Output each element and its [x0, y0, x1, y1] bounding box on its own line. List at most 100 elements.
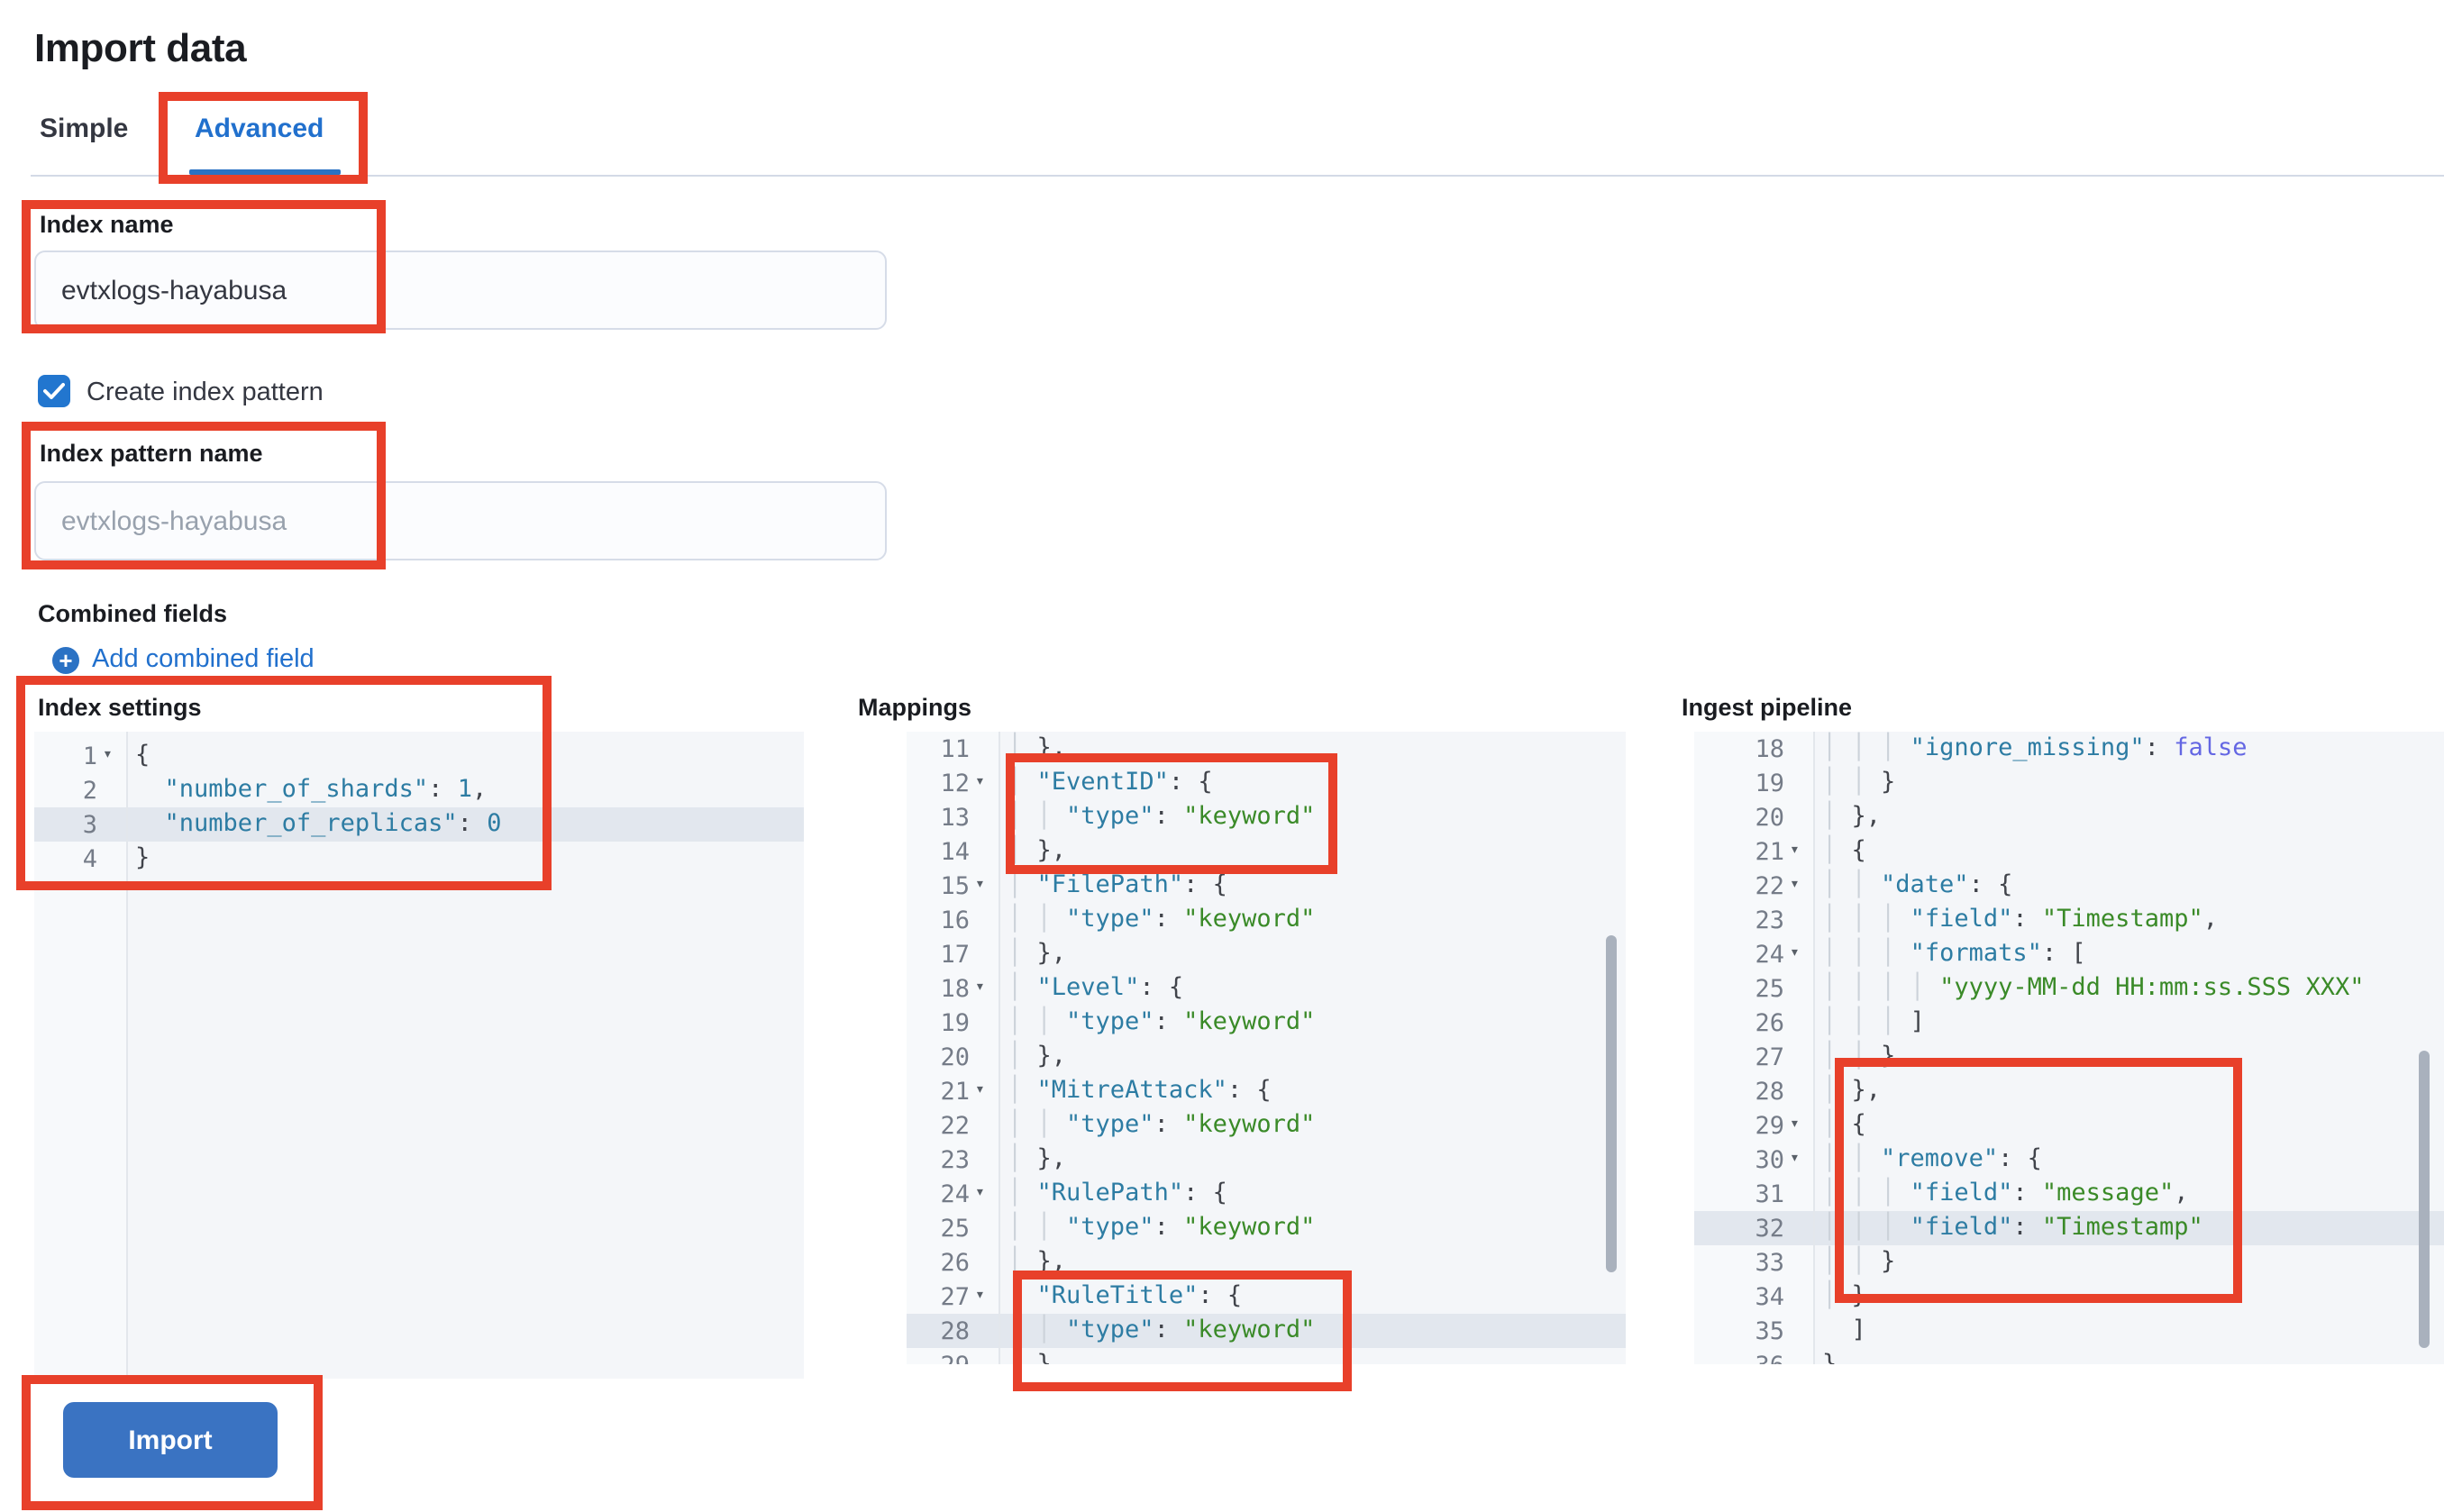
mappings-scrollbar-thumb[interactable]	[1606, 935, 1617, 1272]
combined-fields-label: Combined fields	[38, 600, 228, 627]
code-line: │ │ │ "formats": [	[1822, 939, 2086, 968]
tab-simple[interactable]: Simple	[40, 114, 129, 144]
line-number: 4	[82, 844, 97, 873]
line-number: 26	[940, 1248, 970, 1277]
import-button[interactable]: Import	[63, 1402, 278, 1478]
code-line: │ {	[1822, 836, 1866, 865]
line-number: 29	[907, 1348, 999, 1364]
fold-caret-icon[interactable]: ▾	[975, 773, 985, 791]
code-line: │ },	[1008, 836, 1067, 865]
fold-caret-icon[interactable]: ▾	[1790, 944, 1800, 962]
fold-caret-icon[interactable]: ▾	[975, 1081, 985, 1099]
index-name-input[interactable]	[34, 250, 887, 330]
code-line: │ },	[1008, 733, 1067, 762]
code-line: │ },	[1008, 1144, 1067, 1173]
fold-caret-icon[interactable]: ▾	[103, 746, 113, 764]
line-number: 30▾	[1694, 1143, 1813, 1177]
line-number: 25	[940, 1214, 970, 1243]
line-number: 21▾	[907, 1074, 999, 1108]
index-pattern-name-input[interactable]	[34, 481, 887, 560]
code-line: │ │ "date": {	[1822, 870, 2013, 899]
add-combined-field-text: Add combined field	[92, 645, 315, 674]
line-number: 13	[940, 803, 970, 832]
line-number: 19	[1755, 769, 1784, 797]
line-number: 23	[1755, 906, 1784, 934]
code-line: │ │ "type": "keyword"	[1008, 1110, 1316, 1139]
code-line: │ │ "type": "keyword"	[1008, 1213, 1316, 1242]
line-number: 18▾	[907, 971, 999, 1006]
line-number: 36	[1694, 1348, 1813, 1364]
code-line: │ │ "type": "keyword"	[1000, 1314, 1626, 1348]
code-line: │ },	[1008, 1042, 1067, 1070]
line-number: 1▾	[34, 739, 126, 773]
code-line: │ │ "type": "keyword"	[1008, 1007, 1316, 1036]
line-number: 28	[1755, 1077, 1784, 1106]
code-line: │ │ "type": "keyword"	[1008, 905, 1316, 934]
line-number: 3	[34, 807, 126, 842]
check-icon	[43, 382, 65, 400]
line-number: 16	[940, 906, 970, 934]
code-line: │ │ }	[1822, 1247, 1896, 1276]
line-number: 22	[940, 1111, 970, 1140]
code-line: │ "MitreAttack": {	[1008, 1076, 1272, 1105]
line-number: 28	[907, 1314, 999, 1348]
fold-caret-icon[interactable]: ▾	[1790, 876, 1800, 894]
line-number: 18	[1755, 734, 1784, 763]
code-line: │ │ │ "field": "message",	[1822, 1179, 2189, 1207]
fold-caret-icon[interactable]: ▾	[1790, 1150, 1800, 1168]
code-line: {	[135, 741, 150, 770]
line-number: 25	[1755, 974, 1784, 1003]
index-settings-label: Index settings	[38, 694, 202, 721]
line-number: 23	[940, 1145, 970, 1174]
line-number: 35	[1755, 1316, 1784, 1345]
line-number: 14	[940, 837, 970, 866]
fold-caret-icon[interactable]: ▾	[1790, 1116, 1800, 1134]
line-number: 26	[1755, 1008, 1784, 1037]
fold-caret-icon[interactable]: ▾	[975, 876, 985, 894]
line-number: 21▾	[1694, 834, 1813, 869]
code-line: │ │ "remove": {	[1822, 1144, 2042, 1173]
create-index-pattern-checkbox[interactable]	[38, 375, 70, 407]
fold-caret-icon[interactable]: ▾	[975, 979, 985, 997]
code-line: │ │ │ ]	[1822, 1007, 1925, 1036]
index-pattern-name-label: Index pattern name	[40, 440, 263, 467]
code-line: │ │ "type": "keyword"	[1008, 802, 1316, 831]
code-line: "number_of_replicas": 0	[128, 807, 804, 842]
line-number: 27	[1755, 1043, 1784, 1071]
code-line: │ }	[1822, 1281, 1866, 1310]
code-line: }	[1822, 1350, 1838, 1364]
fold-caret-icon[interactable]: ▾	[975, 1287, 985, 1305]
active-tab-underline	[189, 169, 341, 175]
code-line: │ "RulePath": {	[1008, 1179, 1227, 1207]
tab-advanced[interactable]: Advanced	[195, 114, 324, 144]
line-number: 33	[1755, 1248, 1784, 1277]
line-number: 19	[940, 1008, 970, 1037]
fold-caret-icon[interactable]: ▾	[1790, 842, 1800, 860]
code-line: │ │ │ "field": "Timestamp"	[1815, 1211, 2444, 1245]
line-number: 20	[940, 1043, 970, 1071]
line-number: 20	[1755, 803, 1784, 832]
line-number: 27▾	[907, 1280, 999, 1314]
code-line: "number_of_shards": 1,	[164, 775, 488, 804]
line-number: 17	[940, 940, 970, 969]
line-number: 11	[940, 734, 970, 763]
code-line: │ │ │ "ignore_missing": false	[1822, 733, 2248, 762]
index-name-label: Index name	[40, 211, 174, 238]
code-line: ]	[1822, 1316, 1866, 1344]
code-line: │ "Level": {	[1008, 973, 1184, 1002]
line-number: 31	[1755, 1180, 1784, 1208]
code-line: │ "FilePath": {	[1008, 870, 1227, 899]
code-line: │ │ }	[1822, 768, 1896, 797]
code-line: │ │ │ │ "yyyy-MM-dd HH:mm:ss.SSS XXX"	[1822, 973, 2365, 1002]
fold-caret-icon[interactable]: ▾	[975, 1184, 985, 1202]
add-combined-field-link[interactable]: + Add combined field	[52, 645, 315, 674]
ingest-pipeline-label: Ingest pipeline	[1682, 694, 1853, 721]
line-number: 29▾	[1694, 1108, 1813, 1143]
plus-circle-icon: +	[52, 646, 79, 673]
code-line: │ },	[1008, 939, 1067, 968]
code-line: │ {	[1822, 1110, 1866, 1139]
ingest-scrollbar-thumb[interactable]	[2419, 1051, 2430, 1348]
